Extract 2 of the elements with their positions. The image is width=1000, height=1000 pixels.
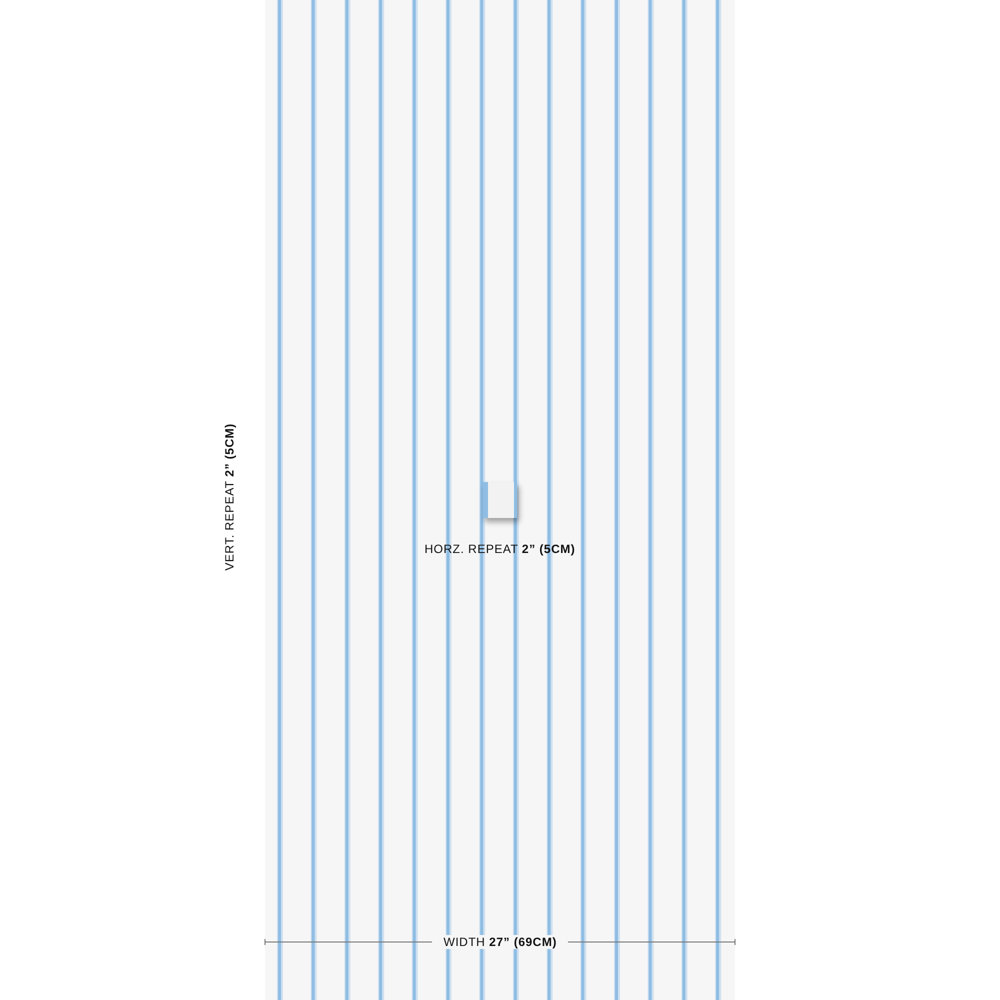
dimension-label: VERT. REPEAT 2” (5CM) (222, 423, 236, 571)
dimension-label: HORZ. REPEAT 2” (5CM) (424, 542, 576, 556)
